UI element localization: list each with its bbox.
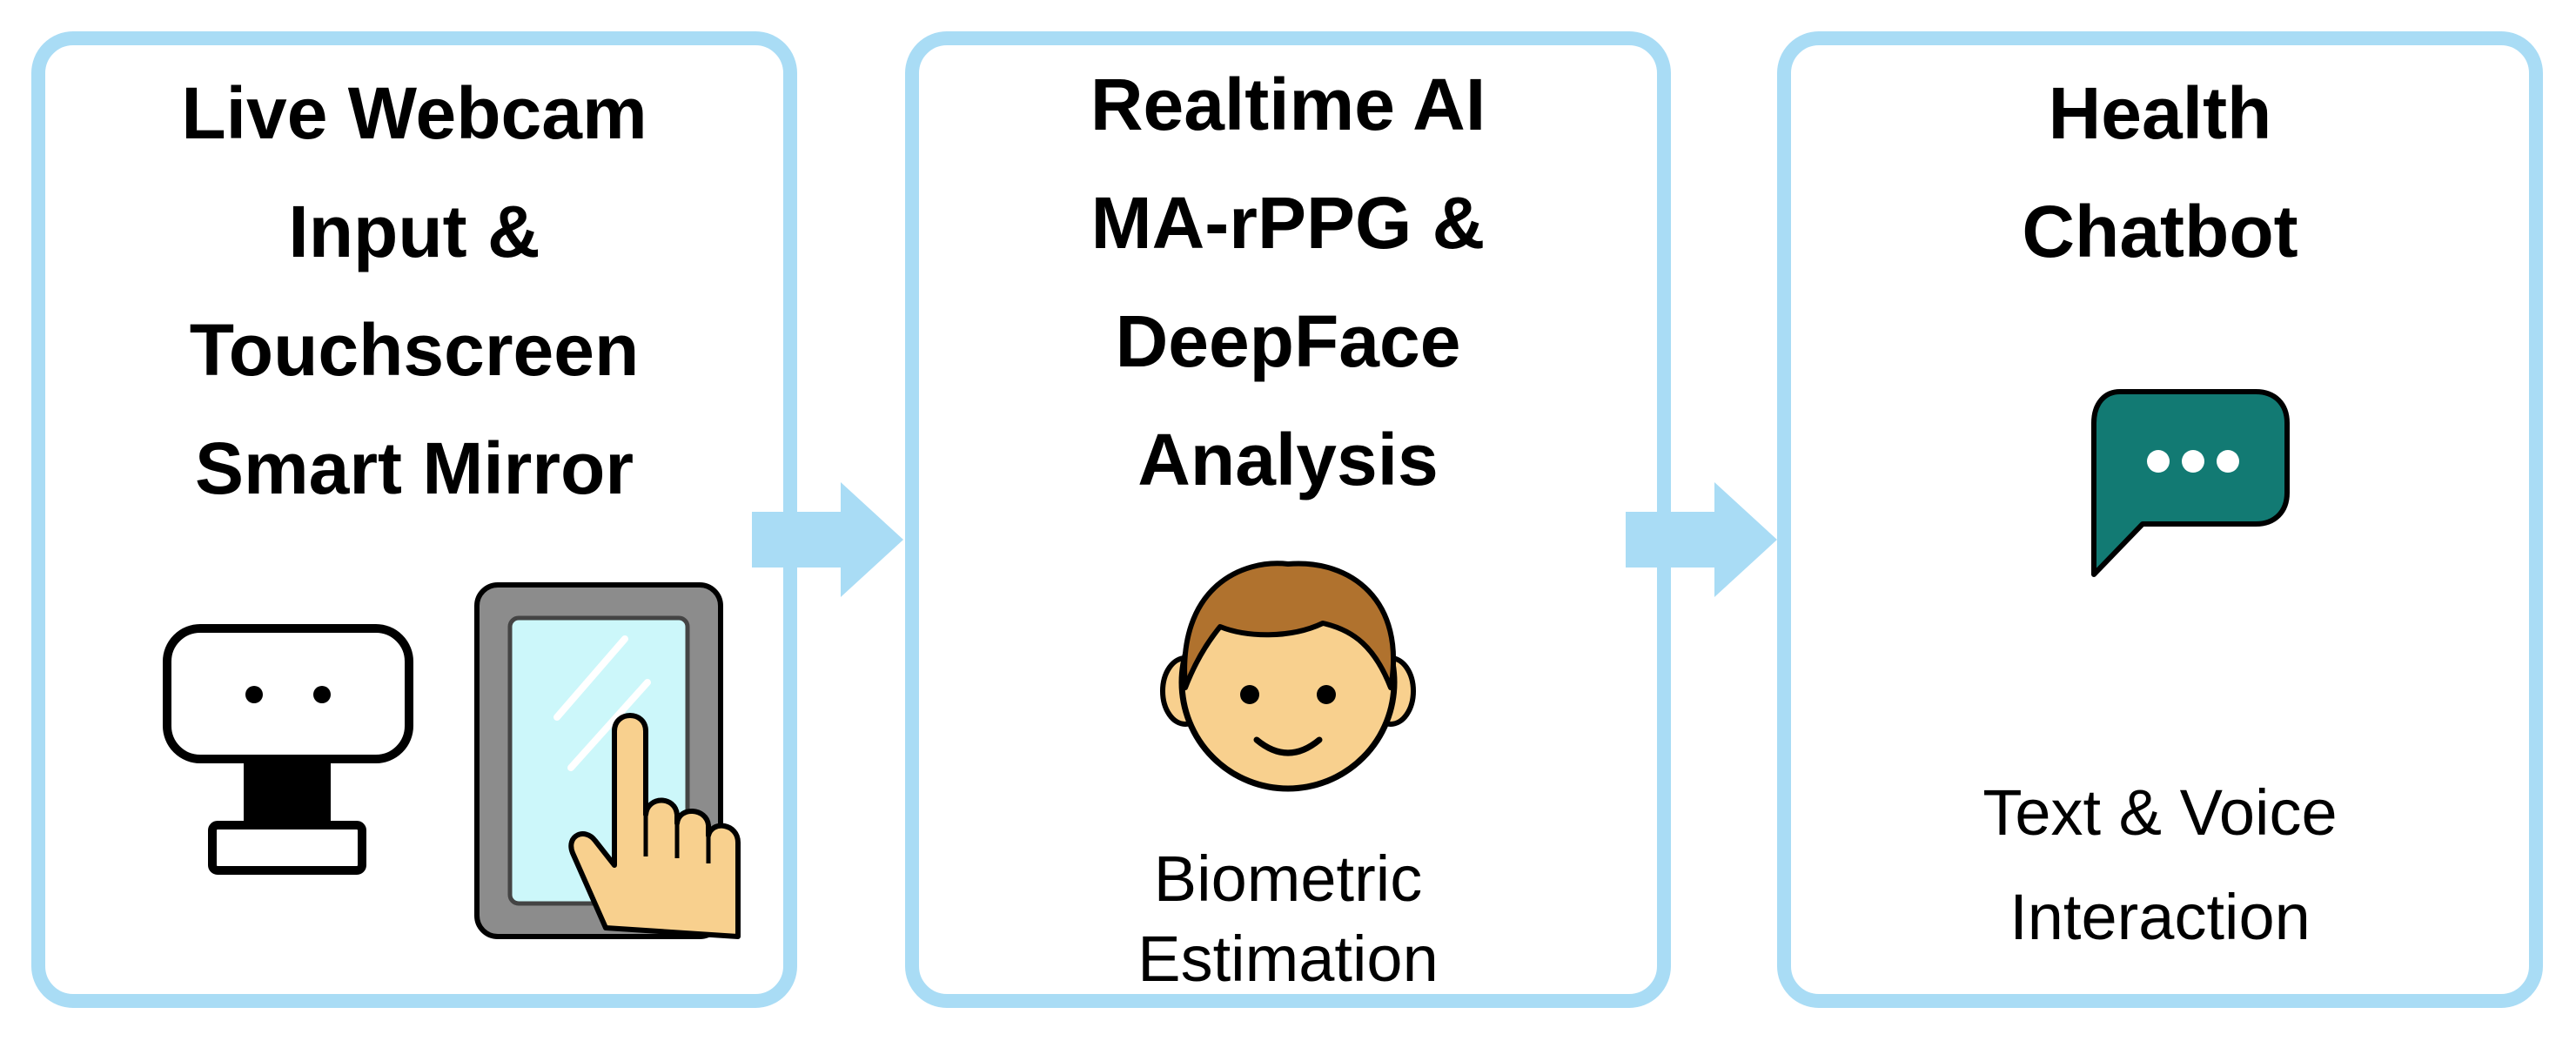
webcam-icon [163,624,413,875]
step-3-caption-line-2: Interaction [2009,881,2311,953]
touch-tablet-icon [474,582,741,939]
step-1-title-line-4: Smart Mirror [194,427,634,509]
step-3-title-line-1: Health [2048,72,2272,154]
flow-arrow-1 [752,482,903,597]
step-2-title-line-3: DeepFace [1115,300,1461,382]
step-health-chatbot-box: Health Chatbot Text & Voice Interaction [1777,31,2543,1008]
step-2-caption-line-2: Estimation [1137,923,1439,995]
step-3-title-line-2: Chatbot [2022,191,2298,272]
face-icon [1160,561,1416,792]
step-1-title-line-3: Touchscreen [189,309,640,391]
step-webcam-input-box: Live Webcam Input & Touchscreen Smart Mi… [31,31,797,1008]
step-2-title-line-4: Analysis [1137,419,1439,500]
step-2-title-line-1: Realtime AI [1090,64,1486,145]
step-3-caption-line-1: Text & Voice [1982,776,2338,849]
step-2-caption-line-1: Biometric [1153,843,1423,915]
step-1-title-line-2: Input & [288,191,540,272]
step-2-title-line-2: MA-rPPG & [1090,182,1486,264]
step-1-title-line-1: Live Webcam [181,72,647,154]
flow-arrow-2 [1626,482,1777,597]
step-ai-analysis-box: Realtime AI MA-rPPG & DeepFace Analysis … [905,31,1671,1008]
chat-bubble-icon [2091,389,2290,577]
